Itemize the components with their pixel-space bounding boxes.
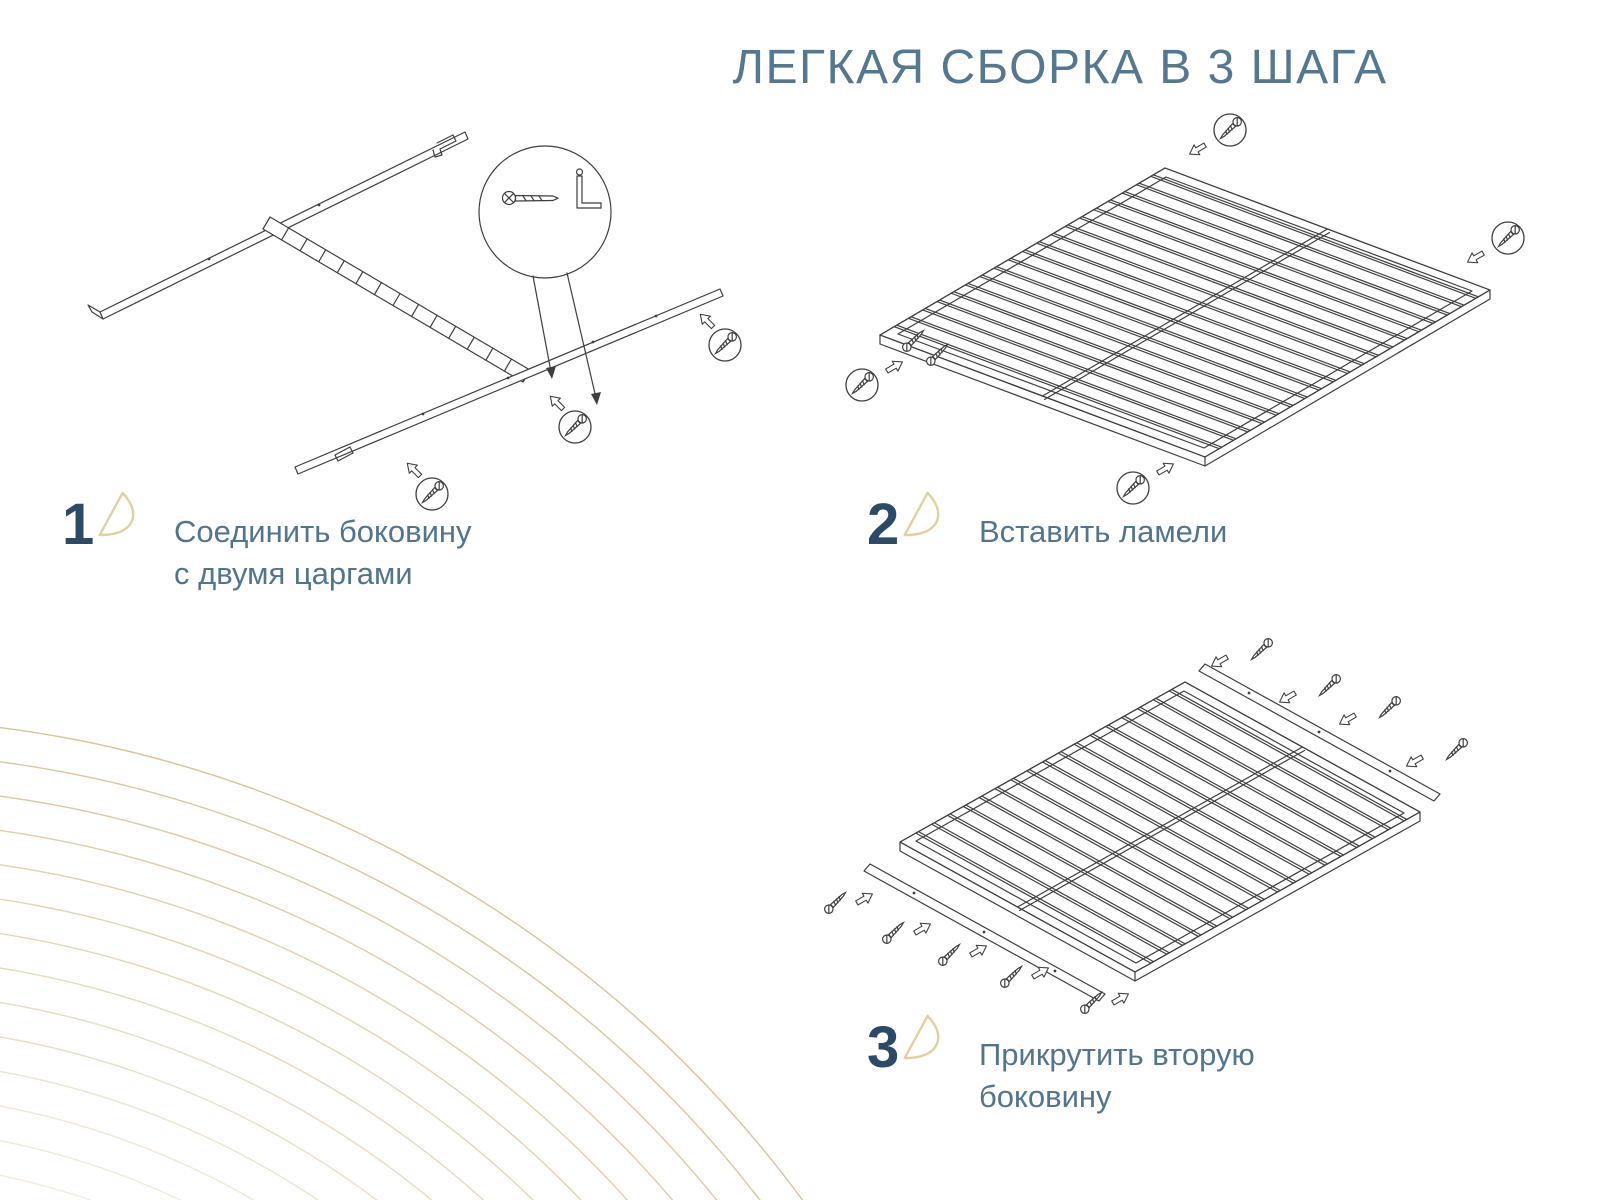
screw-in-circle-icon [1492, 222, 1524, 254]
step3-line-art [863, 663, 1441, 1002]
arrow-icon [853, 888, 876, 909]
screw-icon [880, 918, 908, 946]
slats [893, 174, 1479, 450]
step-number: 3 [867, 1015, 900, 1080]
step-1-number-wrap: 1 [60, 491, 156, 561]
step-label: Вставить ламели [979, 514, 1228, 549]
arrow-icon [1154, 458, 1177, 479]
step2-diagram [840, 108, 1540, 508]
arrow-icon [545, 391, 568, 414]
arrow-icon [695, 309, 718, 332]
slats [915, 688, 1408, 964]
magnifier-detail-circle [478, 145, 612, 279]
screw-icon [924, 340, 952, 368]
arrow-icon [911, 918, 934, 939]
step-2-number-wrap: 2 [865, 491, 961, 561]
screw-icon [1442, 736, 1470, 764]
screw-icon [998, 962, 1026, 990]
arrow-icon [1336, 709, 1359, 730]
screw-icon [900, 326, 928, 354]
screw-in-circle-icon [559, 411, 591, 443]
step2-line-art [879, 167, 1491, 467]
step1-line-art [87, 131, 724, 475]
gold-triangle-accent [903, 1014, 940, 1060]
step-number: 2 [867, 492, 900, 557]
arrow-icon [1109, 988, 1132, 1009]
arrow-icon [1208, 651, 1231, 672]
screw-in-circle-icon [1214, 114, 1246, 146]
screw-icon [1247, 636, 1275, 664]
screw-icon [822, 888, 850, 916]
arrow-icon [1464, 247, 1487, 268]
screw-icon [1078, 988, 1106, 1016]
step-label: Прикрутить вторую боковину [979, 1037, 1255, 1114]
step-2-caption: 2 Вставить ламели [865, 491, 1228, 561]
arrow-icon [1029, 962, 1052, 983]
page-title: ЛЕГКАЯ СБОРКА В 3 ШАГА [732, 41, 1388, 94]
gold-triangle-accent [98, 491, 135, 537]
step1-diagram [87, 131, 745, 532]
slat-holder-teeth [262, 216, 531, 383]
arrow-icon [1403, 751, 1426, 772]
gold-triangle-accent [903, 491, 940, 537]
arrow-icon [883, 356, 906, 377]
screw-icon [1375, 694, 1403, 722]
step-3-number-wrap: 3 [865, 1014, 961, 1084]
step-number: 1 [62, 492, 95, 557]
arrow-icon [402, 458, 425, 481]
screw-in-circle-icon [846, 369, 878, 401]
screw-icon [1315, 672, 1343, 700]
step-1-caption: 1 Соединить боковину с двумя царгами [60, 491, 472, 595]
arrow-icon [967, 940, 990, 961]
screw-in-circle-icon [709, 329, 741, 361]
arrow-icon [1276, 687, 1299, 708]
arrow-icon [1186, 139, 1209, 160]
wave-curves [0, 726, 803, 1200]
step-3-caption: 3 Прикрутить вторую боковину [865, 1014, 1255, 1118]
step-label: Соединить боковину с двумя царгами [174, 514, 472, 591]
screw-icon [936, 940, 964, 968]
